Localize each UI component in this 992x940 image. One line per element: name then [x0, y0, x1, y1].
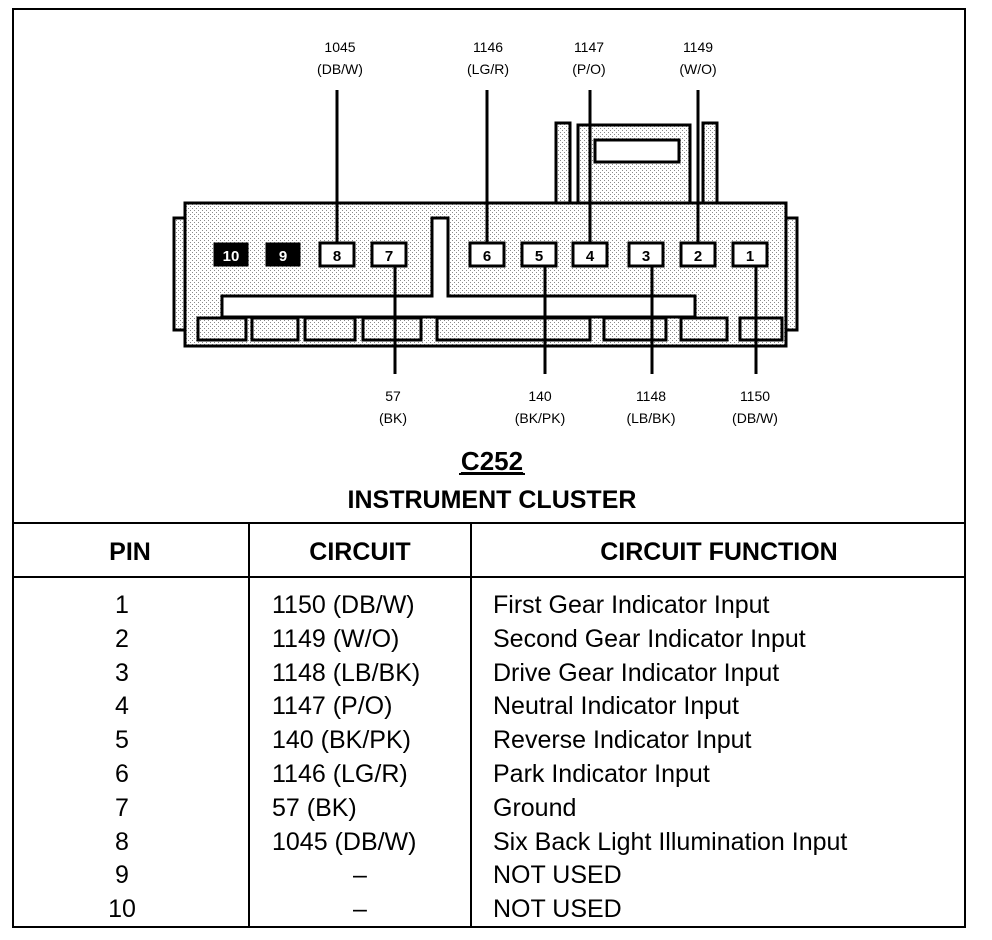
circuit-function: Ground	[493, 793, 577, 822]
cavity-4: 4	[571, 241, 609, 268]
cavity-3: 3	[627, 241, 665, 268]
connector-id: C252	[461, 446, 523, 476]
callout-circuit: 1146	[473, 39, 503, 55]
header-pin: PIN	[109, 538, 151, 566]
cavity-label: 9	[279, 248, 287, 265]
pin-number: 1	[115, 591, 129, 619]
callout-circuit: 1147	[574, 39, 604, 55]
pin-number: 9	[115, 861, 129, 890]
callout-color: (DB/W)	[317, 61, 363, 77]
cavity-10: 10	[213, 242, 249, 267]
pin-number: 2	[115, 624, 129, 653]
callout-circuit: 1045	[324, 39, 355, 55]
callout-circuit: 140	[528, 388, 552, 404]
circuit-function: Park Indicator Input	[493, 760, 710, 788]
callout-circuit: 1150	[740, 388, 770, 404]
connector-diagram: 10 9 8 7 6 5 4 3 2 1 1045 (DB/W) 1146 (LG/R) 1147 (P/O…	[172, 39, 799, 514]
cavity-label: 3	[642, 248, 650, 265]
circuit-function: Neutral Indicator Input	[493, 692, 739, 721]
circuit-function: First Gear Indicator Input	[493, 591, 770, 619]
column-divider	[470, 524, 472, 928]
callout-circuit: 1149	[683, 39, 713, 55]
callout-color: (W/O)	[679, 61, 716, 77]
circuit-value: 1149 (W/O)	[272, 624, 400, 653]
circuit-value: 140 (BK/PK)	[272, 726, 411, 755]
cavity-label: 6	[483, 248, 491, 265]
top-callout-1147: 1147 (P/O)	[572, 39, 606, 243]
callout-color: (BK/PK)	[515, 410, 566, 426]
callout-circuit: 57	[385, 388, 401, 404]
pin-table: PIN CIRCUIT CIRCUIT FUNCTION 1 1150 (DB/W…	[12, 522, 966, 928]
circuit-value: 1146 (LG/R)	[272, 760, 408, 788]
header-divider	[12, 576, 966, 578]
header-circuit: CIRCUIT	[309, 538, 411, 566]
circuit-value: 1045 (DB/W)	[272, 827, 417, 856]
callout-circuit: 1148	[636, 388, 666, 404]
bottom-callout-1150: 1150 (DB/W)	[732, 266, 778, 426]
connector-latch	[554, 121, 719, 205]
circuit-function: Drive Gear Indicator Input	[493, 658, 780, 687]
pin-number: 8	[115, 827, 129, 856]
callout-color: (LB/BK)	[626, 410, 675, 426]
circuit-value: –	[353, 895, 367, 924]
pin-number: 10	[108, 895, 136, 924]
circuit-value: 57 (BK)	[272, 793, 357, 822]
cavity-label: 1	[746, 248, 754, 265]
cavity-label: 5	[535, 248, 543, 265]
bottom-callout-57: 57 (BK)	[379, 266, 407, 426]
callout-color: (DB/W)	[732, 410, 778, 426]
pin-number: 7	[115, 793, 129, 822]
cavity-label: 4	[586, 248, 595, 265]
cavity-9: 9	[265, 242, 301, 267]
callout-color: (BK)	[379, 410, 407, 426]
cavity-label: 10	[223, 248, 240, 265]
connector-name: INSTRUMENT CLUSTER	[348, 486, 637, 514]
circuit-function: Six Back Light Illumination Input	[493, 827, 848, 856]
cavity-5: 5	[520, 241, 558, 268]
circuit-function: Second Gear Indicator Input	[493, 624, 806, 653]
cavity-7: 7	[370, 241, 408, 268]
cavity-label: 2	[694, 248, 702, 265]
top-callout-1149: 1149 (W/O)	[679, 39, 717, 243]
circuit-value: 1150 (DB/W)	[272, 591, 415, 619]
bottom-callout-1148: 1148 (LB/BK)	[626, 266, 676, 426]
pin-number: 3	[115, 658, 129, 687]
cavity-label: 7	[385, 248, 393, 265]
circuit-function: Reverse Indicator Input	[493, 726, 752, 755]
pin-number: 6	[115, 760, 129, 788]
circuit-function: NOT USED	[493, 895, 622, 924]
header-function: CIRCUIT FUNCTION	[600, 538, 838, 566]
pin-number: 5	[115, 726, 129, 755]
cavity-1: 1	[731, 241, 769, 268]
circuit-value: –	[353, 861, 367, 890]
cavity-label: 8	[333, 248, 341, 265]
top-callout-1045: 1045 (DB/W)	[317, 39, 363, 243]
cavity-2: 2	[679, 241, 717, 268]
top-callout-1146: 1146 (LG/R)	[467, 39, 509, 243]
pin-number: 4	[115, 692, 129, 721]
diagram-frame	[12, 8, 966, 928]
callout-color: (LG/R)	[467, 61, 509, 77]
circuit-value: 1147 (P/O)	[272, 692, 393, 721]
circuit-value: 1148 (LB/BK)	[272, 658, 421, 687]
bottom-callout-140: 140 (BK/PK)	[515, 266, 566, 426]
cavity-8: 8	[318, 241, 356, 268]
callout-color: (P/O)	[572, 61, 605, 77]
cavity-6: 6	[468, 241, 506, 268]
column-divider	[248, 524, 250, 928]
circuit-function: NOT USED	[493, 861, 622, 890]
